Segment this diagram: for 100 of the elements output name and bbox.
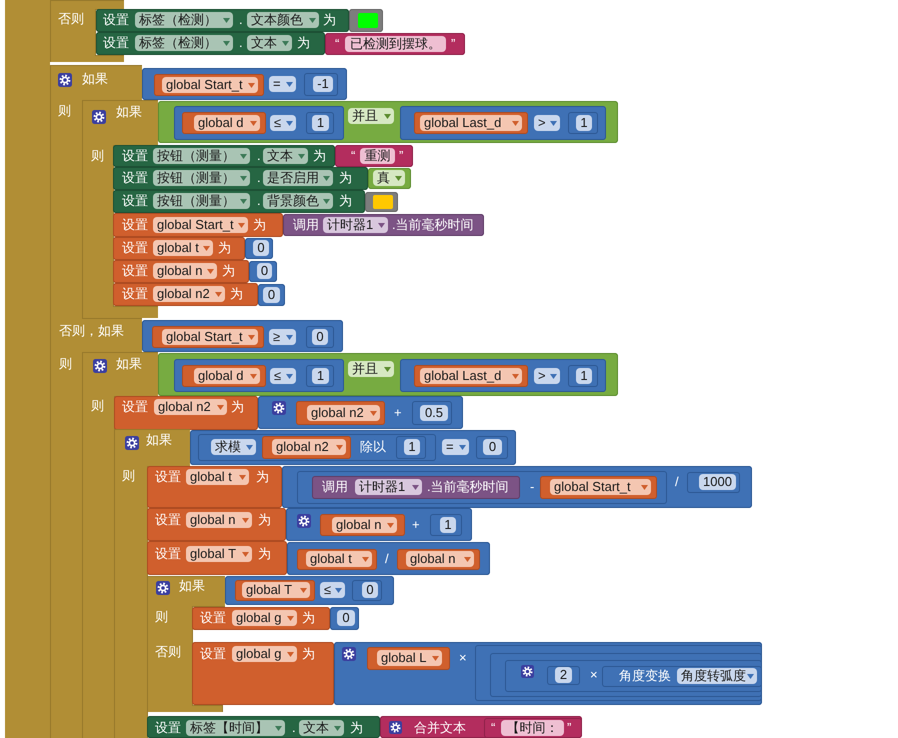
dropdown-field: ≤ <box>320 582 345 598</box>
math-block <box>297 471 667 504</box>
block-label: 角度变换 <box>619 668 671 684</box>
block-label: 为 <box>230 286 243 302</box>
setter-block <box>147 466 282 508</box>
setter-block <box>192 642 334 705</box>
block-label: .当前毫秒时间 <box>427 479 509 495</box>
number-block <box>249 261 277 282</box>
compare-block <box>190 430 516 465</box>
input-field: 1 <box>440 517 456 533</box>
number-block <box>476 436 508 459</box>
input-field: 0 <box>312 329 328 345</box>
input-field: -1 <box>313 76 333 92</box>
input-field: 0 <box>337 610 355 626</box>
dropdown-field: global T <box>186 546 252 562</box>
block-label: 则 <box>122 468 135 484</box>
block-label: 则 <box>91 398 104 414</box>
block-label: 为 <box>339 193 352 209</box>
block-label: 设置 <box>155 720 181 736</box>
dropdown-field: global n <box>406 551 474 567</box>
dropdown-field: global g <box>232 610 297 626</box>
join-block <box>380 716 582 738</box>
input-field: 1 <box>312 115 329 131</box>
variable-block <box>540 476 657 499</box>
setter-block <box>113 145 335 167</box>
block-label: 如果 <box>82 71 108 87</box>
dropdown-field: global n <box>153 263 217 279</box>
variable-block <box>152 326 264 348</box>
setter-block <box>192 607 330 630</box>
compare-block <box>174 359 344 392</box>
compare-block <box>174 106 344 140</box>
input-field: 【时间： <box>501 720 564 736</box>
setter-block <box>96 9 349 32</box>
dropdown-field: 计时器1 <box>355 479 422 495</box>
dropdown-field: global g <box>232 646 297 662</box>
dropdown-field: 角度转弧度 <box>677 668 757 684</box>
dropdown-field: global t <box>186 469 249 485</box>
text-block <box>484 718 582 738</box>
dropdown-field: = <box>269 76 296 92</box>
dropdown-field: 按钮（测量） <box>153 193 250 209</box>
compare-block <box>400 359 606 392</box>
input-field: 1 <box>404 439 420 455</box>
input-field: 0 <box>483 439 502 455</box>
variable-block <box>182 365 266 387</box>
dropdown-field: 计时器1 <box>323 217 388 233</box>
block-label: 设置 <box>155 469 181 485</box>
setter-block <box>113 213 283 237</box>
math-block <box>602 666 762 687</box>
dropdown-field: = <box>442 439 469 455</box>
dropdown-field: > <box>534 115 560 131</box>
block-label: . <box>239 12 243 28</box>
block-label: 则 <box>59 356 72 372</box>
block-label: 否则，如果 <box>59 323 124 339</box>
block-label: 除以 <box>360 439 386 455</box>
number-block <box>396 436 426 459</box>
setter-block <box>147 541 287 575</box>
variable-block <box>182 112 266 134</box>
input-field: 0.5 <box>420 405 448 421</box>
block-label: 调用 <box>293 217 319 233</box>
quote-mark: ” <box>399 148 404 164</box>
dropdown-field: global d <box>194 115 260 131</box>
block-label: 为 <box>222 263 235 279</box>
quote-mark: ” <box>451 36 456 52</box>
block-label: 设置 <box>155 512 181 528</box>
block-label: . <box>239 35 243 51</box>
variable-block <box>414 365 528 387</box>
block-label: 设置 <box>200 610 226 626</box>
block-label: 设置 <box>200 646 226 662</box>
dropdown-field: 按钮（测量） <box>153 170 250 186</box>
input-field: 1 <box>576 115 592 131</box>
math-block <box>490 653 762 697</box>
input-field: 0 <box>362 582 378 598</box>
block-label: + <box>412 517 420 533</box>
block-label: 设置 <box>122 170 148 186</box>
dropdown-field: global n2 <box>153 286 225 302</box>
block-label: 合并文本 <box>414 720 466 736</box>
dropdown-field: 文本 <box>263 148 308 164</box>
block-label: 如果 <box>116 104 142 120</box>
block-label: 设置 <box>122 148 148 164</box>
logic-block <box>158 101 618 143</box>
block-label: . <box>257 170 261 186</box>
block-label: 设置 <box>122 193 148 209</box>
number-block <box>306 326 334 348</box>
dropdown-field: global n2 <box>272 439 346 455</box>
dropdown-field: 背景颜色 <box>263 193 333 209</box>
math-block <box>505 660 762 692</box>
method-block <box>312 476 520 499</box>
quote-mark: ” <box>567 720 572 736</box>
block-label: 则 <box>155 609 168 625</box>
number-block <box>352 580 382 601</box>
block-label: 为 <box>302 610 315 626</box>
number-block <box>306 365 334 387</box>
dropdown-field: 标签（检测） <box>135 12 233 28</box>
math-block <box>334 642 762 705</box>
variable-block <box>397 549 480 570</box>
block-label: + <box>394 405 402 421</box>
block-label: 否则 <box>58 11 84 27</box>
quote-mark: “ <box>351 148 356 164</box>
block-label: 为 <box>258 546 271 562</box>
block-label: - <box>530 479 534 495</box>
